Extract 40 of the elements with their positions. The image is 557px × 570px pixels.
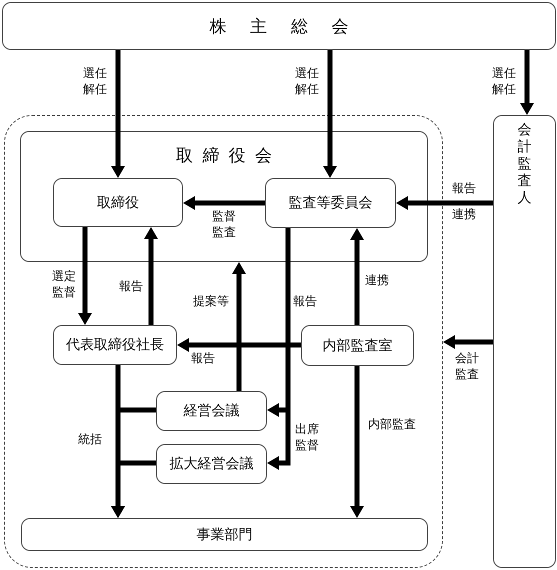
edge-label: 会計監査	[454, 350, 480, 382]
edge-label: 報告	[118, 278, 144, 294]
arrow	[111, 50, 125, 178]
process-box: 内部監査室	[301, 325, 414, 366]
edge-label: 選定監督	[51, 268, 77, 300]
edge-label: 選任解任	[294, 65, 320, 97]
edge-label: 選任解任	[491, 65, 517, 97]
edge-label: 連携	[365, 272, 389, 288]
process-box: 監査等委員会	[265, 178, 396, 228]
arrow	[111, 460, 156, 518]
process-box: 経営会議	[156, 391, 267, 431]
process-box: 拡大経営会議	[156, 444, 267, 484]
meeting-box: 株主総会	[2, 2, 556, 50]
arrow	[323, 50, 337, 178]
arrow	[443, 335, 493, 349]
text-label: 連携	[451, 206, 477, 222]
arrow	[144, 227, 158, 325]
group-heading: 取締役会	[174, 145, 282, 167]
arrow	[232, 262, 246, 391]
arrow	[183, 196, 265, 210]
edge-label: 提案等	[193, 293, 229, 309]
process-box: 取締役	[53, 178, 183, 227]
arrow	[350, 366, 364, 518]
group-box	[20, 131, 428, 262]
arrow	[78, 227, 92, 325]
edge-label: 報告	[451, 180, 477, 196]
arrow	[520, 50, 534, 115]
process-box: 代表取締役社長	[53, 325, 177, 365]
edge-label: 報告	[191, 350, 215, 366]
arrow	[177, 338, 301, 352]
edge-label: 選任解任	[82, 65, 108, 97]
text-label: 報告	[293, 293, 317, 309]
edge-label: 監督監査	[211, 208, 237, 240]
arrow	[350, 228, 364, 325]
arrow	[396, 196, 493, 210]
process-box: 会計監査人	[493, 115, 556, 568]
process-box: 事業部門	[21, 518, 428, 551]
edge-label: 内部監査	[368, 416, 416, 432]
edge-label: 出席監督	[294, 421, 320, 453]
edge-label: 統括	[78, 431, 102, 447]
